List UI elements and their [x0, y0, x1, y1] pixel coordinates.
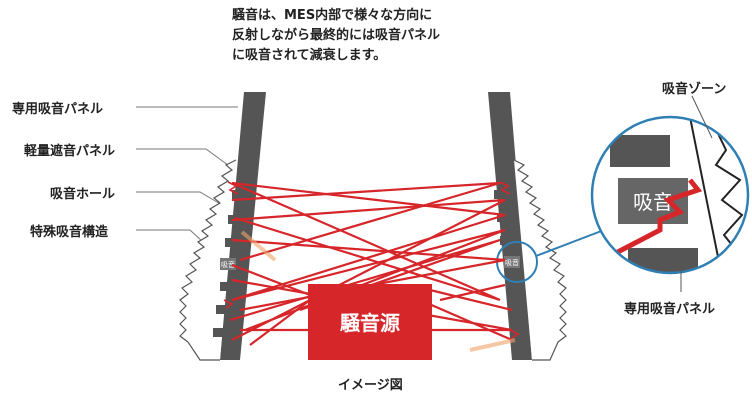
left-wall [220, 92, 266, 360]
label-absorb-hole: 吸音ホール [50, 187, 116, 202]
magnify-connector [535, 229, 605, 257]
label-absorb-zone: 吸音ゾーン [662, 82, 727, 97]
right-small-tag [504, 256, 520, 268]
label-special-structure: 特殊吸音構造 [30, 225, 109, 240]
zoom-circle [590, 115, 750, 275]
absorb-trail-right [469, 338, 516, 352]
leader-absorb-hole [136, 191, 223, 206]
left-small-tag-label: 吸音 [221, 260, 235, 269]
label-dedicated-panel: 専用吸音パネル [12, 102, 104, 117]
leader-zone [691, 95, 713, 139]
caption-line-3: に吸音されて減衰します。 [232, 48, 387, 63]
caption-line-1: 騒音は、MES内部で様々な方向に [232, 8, 433, 23]
absorb-trail-left [240, 230, 277, 262]
caption-line-2: 反射しながら最終的には吸音パネル [232, 28, 441, 43]
image-caption: イメージ図 [338, 378, 403, 393]
zoom-detail: 吸音 [592, 117, 748, 273]
zoom-absorb-label: 吸音 [633, 190, 673, 214]
label-dedicated-panel-right: 専用吸音パネル [624, 302, 716, 317]
noise-source-box [308, 284, 432, 360]
description-caption: 騒音は、MES内部で様々な方向に 反射しながら最終的には吸音パネル に吸音されて… [232, 6, 512, 66]
right-small-tag-label: 吸音 [505, 258, 519, 267]
left-small-tag [220, 258, 236, 270]
label-light-shield-panel: 軽量遮音パネル [24, 144, 116, 159]
noise-source-label: 騒音源 [339, 311, 400, 335]
right-corrugation [513, 159, 567, 361]
leader-light-shield-panel [136, 148, 233, 169]
right-wall [488, 92, 532, 360]
